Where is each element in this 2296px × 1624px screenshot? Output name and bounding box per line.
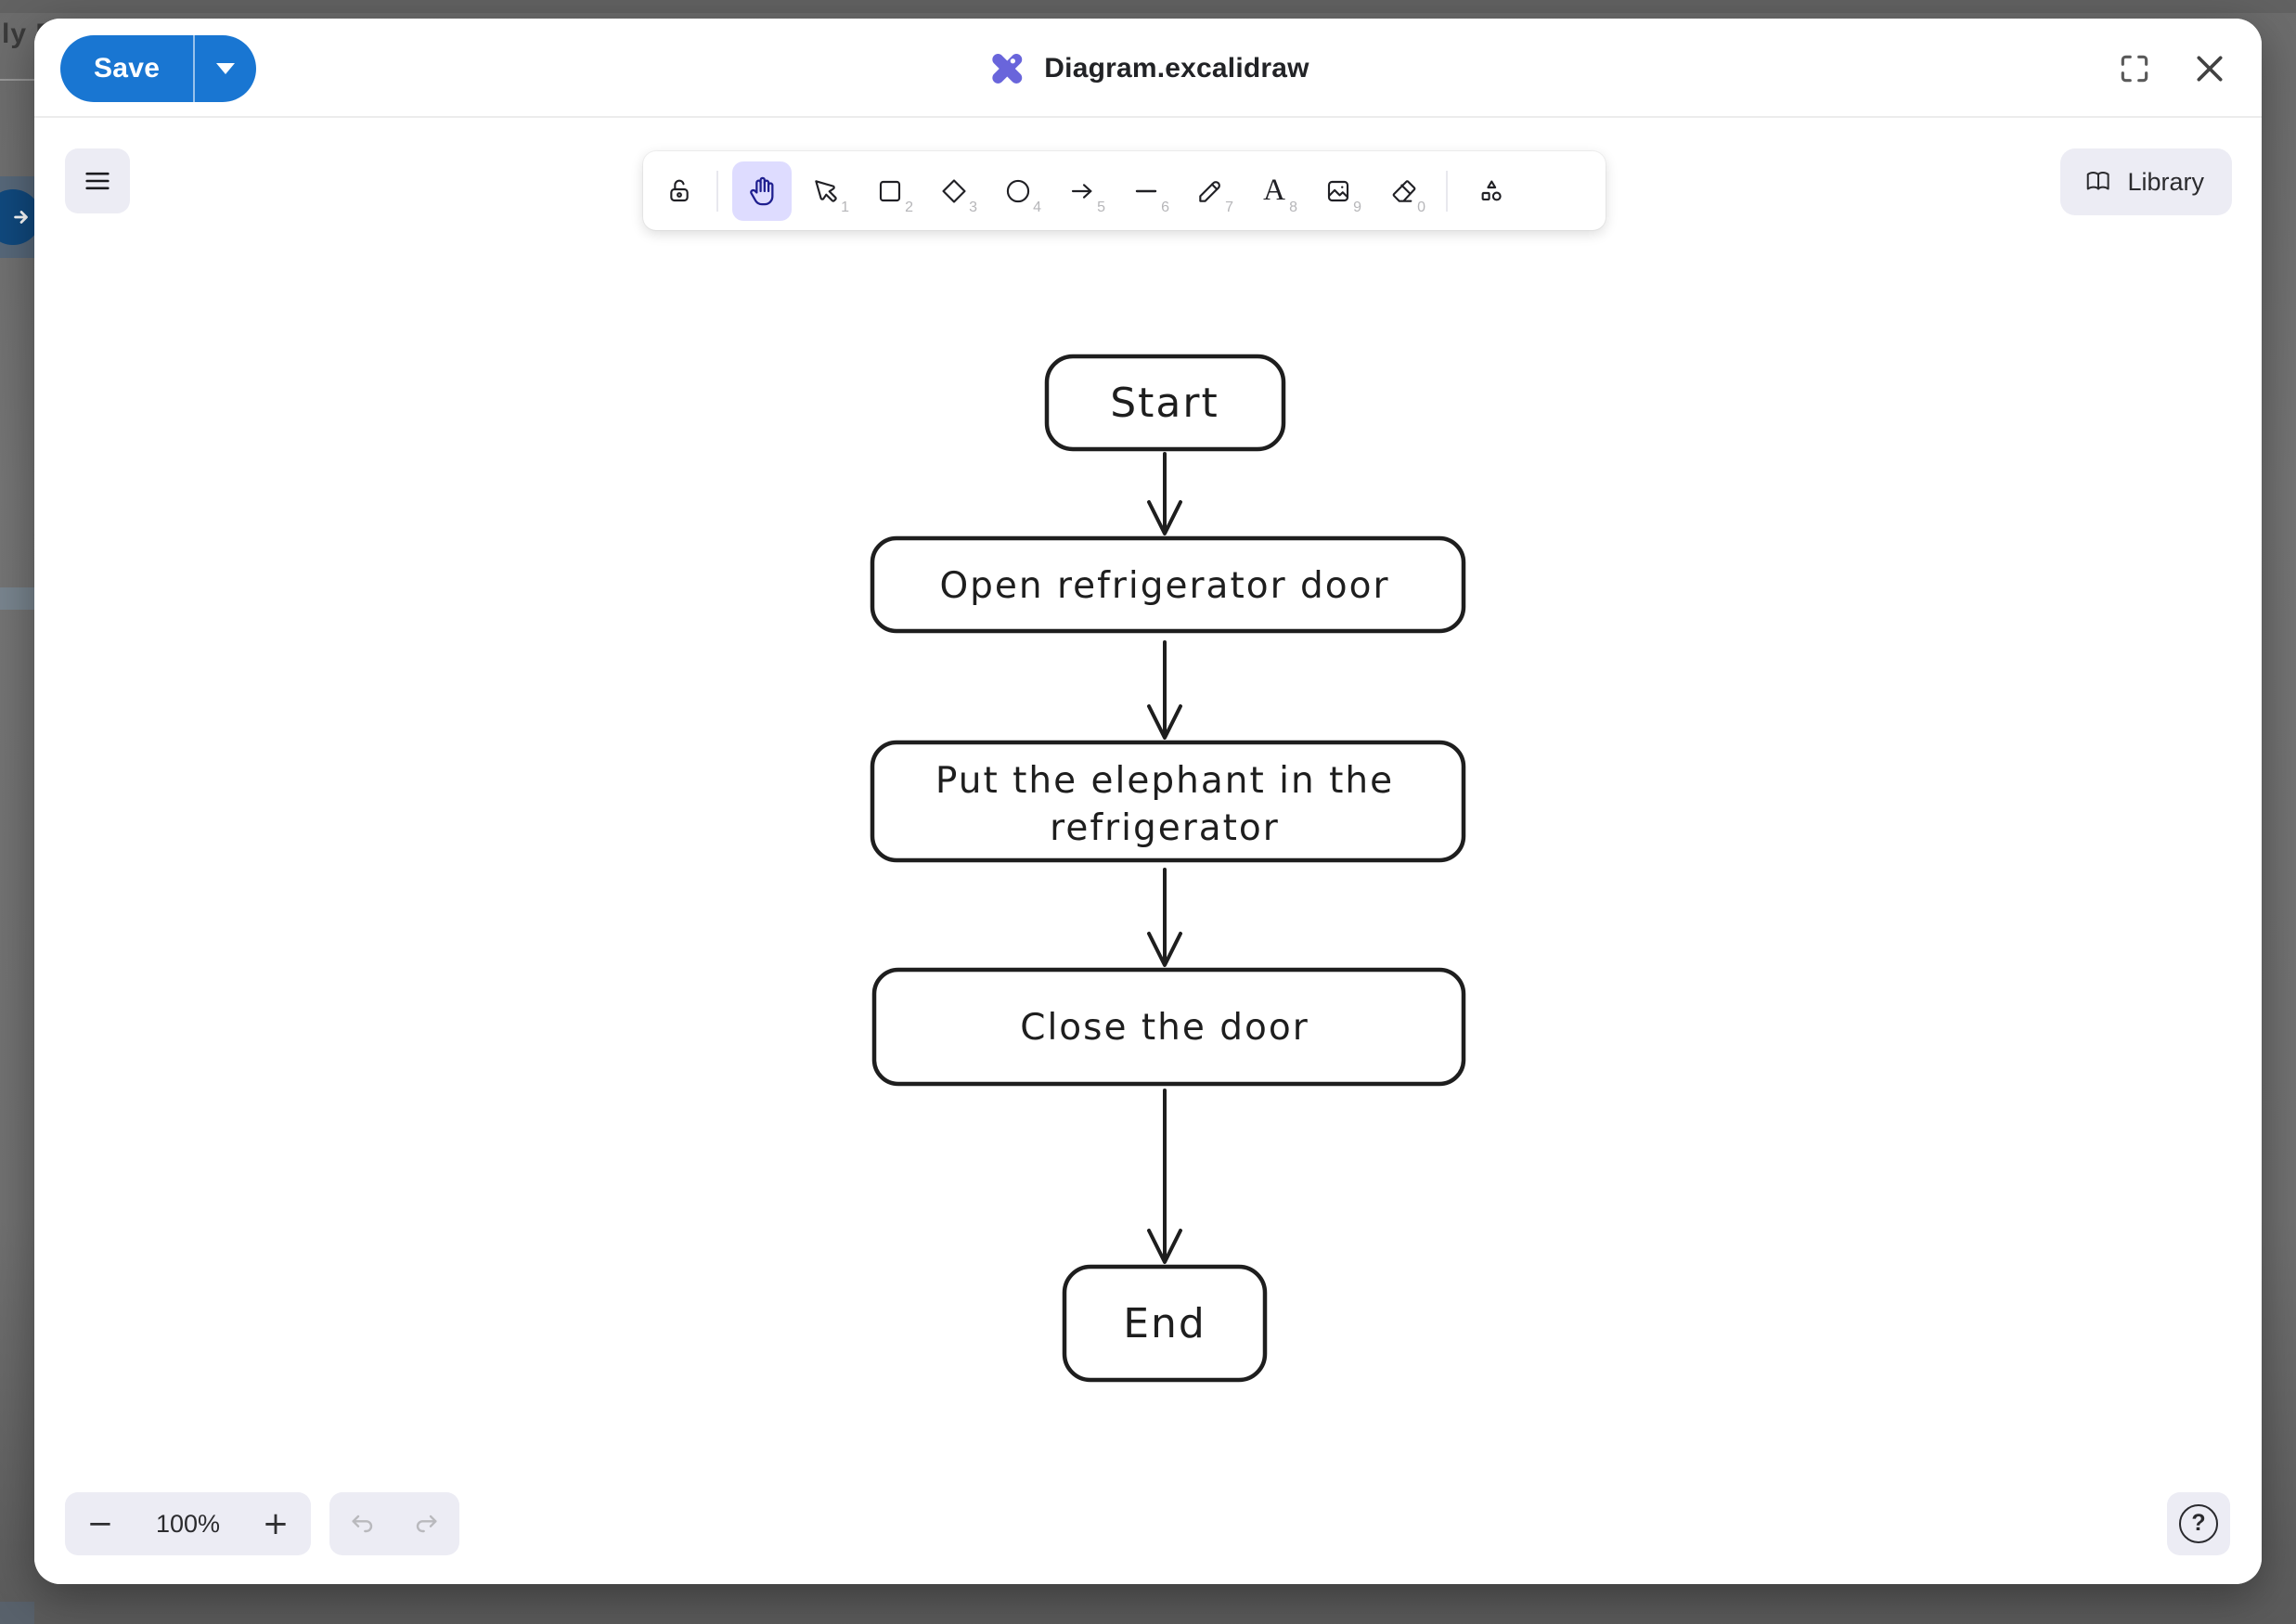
flowchart-edge-start-open[interactable]: [1147, 452, 1182, 535]
excalidraw-logo-icon: [992, 53, 1023, 84]
tool-shortcut: 6: [1161, 199, 1169, 215]
node-label-put-line1: Put the elephant in the: [935, 760, 1394, 802]
tool-shortcut: 7: [1225, 199, 1233, 215]
eraser-tool-button[interactable]: 0: [1373, 161, 1432, 221]
ellipse-icon: [1006, 179, 1030, 202]
history-controls: [329, 1492, 459, 1555]
library-button[interactable]: Library: [2060, 148, 2232, 215]
image-icon: [1327, 180, 1349, 201]
close-button[interactable]: [2191, 50, 2228, 87]
node-label-close: Close the door: [1020, 1007, 1309, 1049]
arrow-tool-button[interactable]: 5: [1052, 161, 1112, 221]
toolbar-divider: [1446, 170, 1448, 212]
node-label-open: Open refrigerator door: [939, 565, 1389, 607]
text-tool-button[interactable]: A 8: [1245, 161, 1304, 221]
hand-icon: [750, 176, 774, 205]
zoom-controls: − 100% +: [65, 1492, 311, 1555]
help-button[interactable]: ?: [2167, 1492, 2230, 1555]
main-menu-button[interactable]: [65, 148, 130, 213]
text-tool-icon: A: [1263, 174, 1285, 207]
flowchart-edge-put-close[interactable]: [1147, 868, 1182, 967]
book-icon: [2087, 172, 2110, 190]
arrow-right-icon: [14, 211, 28, 224]
save-options-button[interactable]: [195, 35, 256, 102]
tool-shortcut: 1: [841, 199, 849, 215]
backdrop-bottom-band: [0, 1602, 34, 1624]
ellipse-tool-button[interactable]: 4: [988, 161, 1048, 221]
line-tool-button[interactable]: 6: [1116, 161, 1176, 221]
save-button-divider: [193, 35, 196, 102]
line-icon: [1135, 189, 1157, 192]
tool-shortcut: 8: [1289, 199, 1297, 215]
help-circle-icon: ?: [2179, 1504, 2218, 1543]
excalidraw-modal: Save Diagram.excalidraw: [34, 19, 2262, 1584]
document-title: Diagram.excalidraw: [1044, 52, 1309, 84]
node-label-end: End: [1123, 1300, 1206, 1347]
flowchart-node-end[interactable]: [1062, 1264, 1268, 1383]
extra-tools-button[interactable]: [1462, 161, 1521, 221]
tool-shortcut: 0: [1417, 199, 1425, 215]
unlocked-padlock-icon: [670, 179, 689, 201]
library-button-label: Library: [2127, 167, 2204, 196]
toolbar-divider: [716, 170, 718, 212]
question-mark-glyph: ?: [2191, 1509, 2206, 1536]
save-split-button: Save: [60, 35, 257, 102]
node-label-put-line2: refrigerator: [1050, 807, 1280, 849]
fullscreen-icon: [2121, 55, 2148, 82]
redo-button[interactable]: [412, 1509, 442, 1539]
close-icon: [2197, 56, 2223, 81]
tool-shortcut: 5: [1097, 199, 1105, 215]
selection-tool-button[interactable]: 1: [796, 161, 856, 221]
diamond-tool-button[interactable]: 3: [924, 161, 984, 221]
chevron-down-icon: [216, 63, 236, 74]
modal-header: Save Diagram.excalidraw: [34, 19, 2262, 118]
flowchart-node-start[interactable]: [1044, 354, 1286, 452]
undo-button[interactable]: [347, 1509, 377, 1539]
flowchart-edge-close-end[interactable]: [1147, 1089, 1182, 1264]
backdrop-top-strip: [0, 0, 2296, 13]
drawing-canvas[interactable]: Start Open refrigerator door Put the ele…: [34, 120, 2262, 1584]
flowchart-edge-open-put[interactable]: [1147, 640, 1182, 740]
eraser-icon: [1392, 179, 1416, 202]
undo-icon: [352, 1514, 373, 1533]
fullscreen-button[interactable]: [2117, 51, 2152, 86]
editor-area: Start Open refrigerator door Put the ele…: [34, 120, 2262, 1584]
tool-shortcut: 4: [1033, 199, 1041, 215]
redo-icon: [416, 1514, 437, 1533]
cursor-arrow-icon: [815, 179, 837, 202]
hamburger-menu-icon: [85, 172, 110, 190]
shapes-icon: [1481, 180, 1502, 200]
save-button[interactable]: Save: [60, 35, 193, 102]
pencil-icon: [1199, 180, 1220, 202]
flowchart-node-close[interactable]: [871, 967, 1466, 1087]
tool-island: 1 2 3 4: [643, 151, 1606, 230]
image-tool-button[interactable]: 9: [1309, 161, 1368, 221]
rectangle-tool-button[interactable]: 2: [860, 161, 920, 221]
window-buttons: [2117, 19, 2228, 118]
zoom-level[interactable]: 100%: [155, 1509, 221, 1538]
flowchart-node-put[interactable]: [870, 740, 1466, 863]
backdrop-divider: [0, 79, 34, 81]
rectangle-icon: [879, 180, 901, 201]
node-label-start: Start: [1110, 380, 1219, 427]
lock-tool-button[interactable]: [656, 161, 703, 221]
document-title-group: Diagram.excalidraw: [987, 19, 1309, 118]
arrow-icon: [1071, 183, 1092, 199]
backdrop-band: [0, 587, 34, 610]
hand-tool-button[interactable]: [732, 161, 792, 221]
zoom-in-button[interactable]: +: [250, 1498, 302, 1550]
diamond-icon: [942, 178, 966, 203]
tool-shortcut: 9: [1353, 199, 1361, 215]
flowchart-node-open[interactable]: [870, 535, 1466, 634]
zoom-out-button[interactable]: −: [74, 1498, 126, 1550]
tool-shortcut: 3: [969, 199, 977, 215]
tool-shortcut: 2: [905, 199, 913, 215]
draw-tool-button[interactable]: 7: [1180, 161, 1240, 221]
